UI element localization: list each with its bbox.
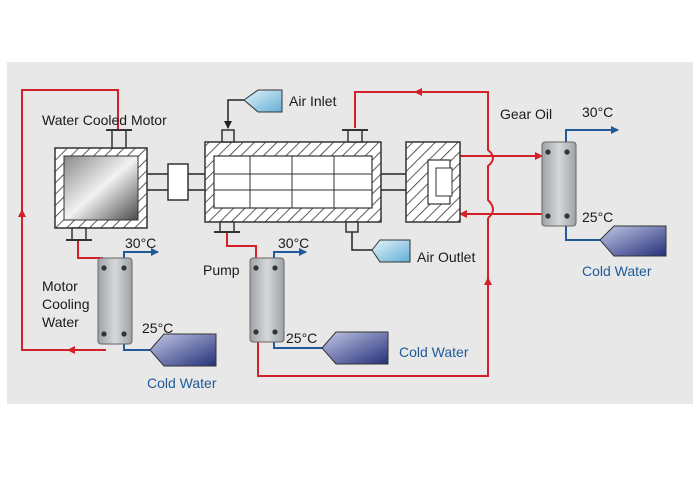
motor-cooling-label-2: Cooling xyxy=(42,296,89,312)
gear-oil-label: Gear Oil xyxy=(500,106,552,122)
air-inlet-pointer xyxy=(224,99,244,129)
pump-cold-water-icon xyxy=(321,331,389,365)
motor-hx-inlet-temp: 25°C xyxy=(142,320,173,336)
pump-hx-return xyxy=(257,272,489,377)
gear-oil-heat-exchanger xyxy=(541,141,577,227)
motor-return-line xyxy=(21,89,119,351)
air-inlet-icon xyxy=(243,89,283,113)
pump-heat-exchanger xyxy=(249,257,285,343)
water-cooled-motor-label: Water Cooled Motor xyxy=(42,112,167,128)
pump-cold-water-label: Cold Water xyxy=(399,344,469,360)
motor-cold-water-icon xyxy=(149,333,217,367)
hot-lines xyxy=(18,88,548,377)
pump-hx-outlet-temp: 30°C xyxy=(278,235,309,251)
gear-hx-inlet-temp: 25°C xyxy=(582,209,613,225)
top-return-line xyxy=(354,91,494,219)
air-inlet-label: Air Inlet xyxy=(289,93,337,109)
gear-cold-water-icon xyxy=(599,225,667,257)
pump-label: Pump xyxy=(203,262,240,278)
motor-cold-water-label: Cold Water xyxy=(147,375,217,391)
gear-hx-outlet-temp: 30°C xyxy=(582,104,613,120)
pump-hx-inlet-temp: 25°C xyxy=(286,330,317,346)
motor-cooling-label-3: Water xyxy=(42,314,79,330)
compressor xyxy=(204,129,382,233)
motor-cooling-label-1: Motor xyxy=(42,278,78,294)
motor-heat-exchanger xyxy=(97,257,133,345)
coupling xyxy=(167,163,189,201)
gear-cold-water-label: Cold Water xyxy=(582,263,652,279)
motor-hx-outlet-temp: 30°C xyxy=(125,235,156,251)
gear-hx-in xyxy=(565,220,600,241)
air-outlet-icon xyxy=(371,239,411,263)
air-outlet-label: Air Outlet xyxy=(417,249,475,265)
water-cooled-motor xyxy=(54,129,148,241)
gear-box xyxy=(405,141,461,223)
